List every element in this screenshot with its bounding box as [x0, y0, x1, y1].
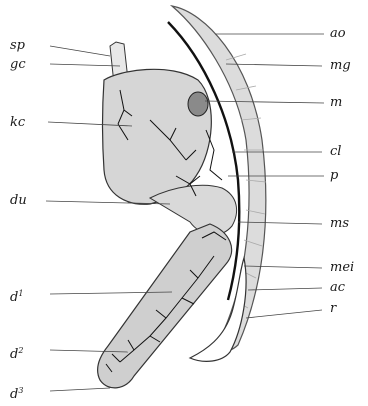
label-cl: cl — [330, 145, 341, 158]
long-duct — [98, 224, 232, 388]
label-gc: gc — [10, 58, 26, 71]
label-mg: mg — [330, 59, 351, 72]
label-r: r — [330, 302, 336, 315]
label-d1: d1 — [10, 287, 23, 304]
leader-lines-right — [205, 34, 324, 318]
label-m: m — [330, 96, 342, 109]
label-ao: ao — [330, 27, 346, 40]
label-ac: ac — [330, 281, 345, 294]
label-p: p — [330, 169, 338, 182]
label-kc: kc — [10, 116, 25, 129]
stomach-sac — [103, 69, 212, 204]
label-du: du — [10, 194, 27, 207]
gut-bend — [150, 185, 237, 234]
label-sp: sp — [10, 39, 25, 52]
label-mei: mei — [330, 261, 354, 274]
label-d3: d3 — [10, 384, 23, 401]
organ-m — [188, 92, 208, 116]
label-ms: ms — [330, 217, 349, 230]
label-d2: d2 — [10, 344, 23, 361]
